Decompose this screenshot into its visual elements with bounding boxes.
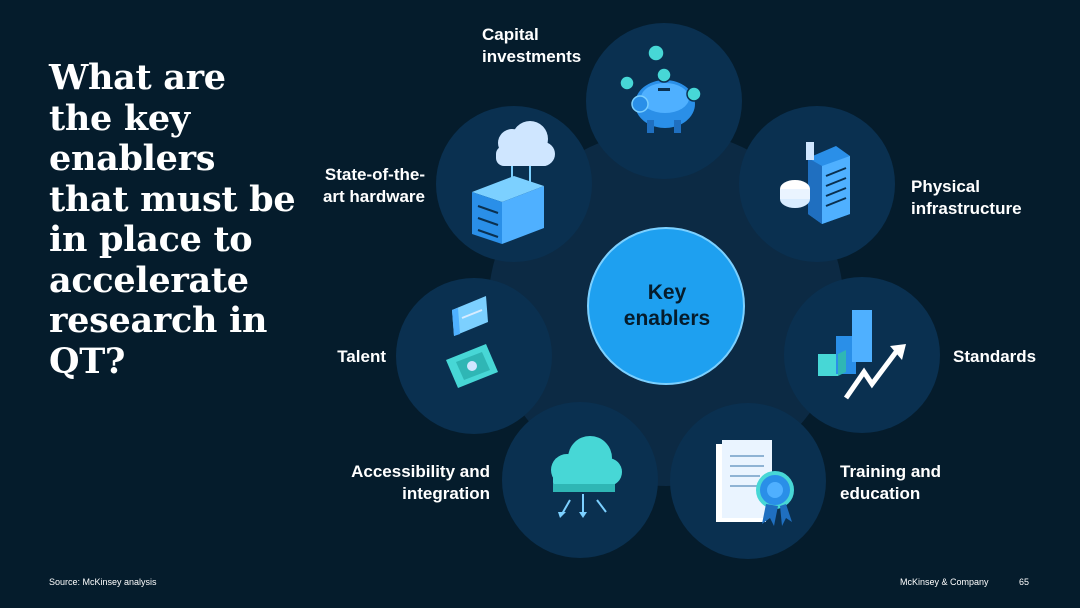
building-icon (780, 142, 850, 224)
label-capital-investments: Capital investments (482, 25, 582, 66)
hub-circle (587, 227, 745, 385)
label-state-of-the-art-hardware: State-of-the- art hardware (322, 165, 425, 206)
page-number: 65 (1019, 577, 1030, 587)
source-note: Source: McKinsey analysis (49, 577, 157, 587)
label-physical-infrastructure: Physical infrastructure (911, 177, 1022, 218)
footer-brand: McKinsey & Company (900, 577, 989, 587)
certificate-icon (716, 440, 794, 526)
bar-chart-trend-icon (818, 310, 906, 400)
cloud-server-icon (472, 121, 555, 244)
label-training-and-education: Training and education (840, 462, 942, 503)
label-talent: Talent (337, 347, 386, 366)
piggy-bank-icon (619, 44, 702, 133)
id-badge-icon (446, 296, 498, 388)
label-accessibility-and-integration: Accessibility and integration (351, 462, 490, 503)
cloud-network-icon (551, 436, 622, 518)
label-standards: Standards (953, 347, 1037, 366)
headline: What are the key enablers that must be i… (49, 57, 296, 382)
hub-label: Key enablers (623, 281, 711, 330)
